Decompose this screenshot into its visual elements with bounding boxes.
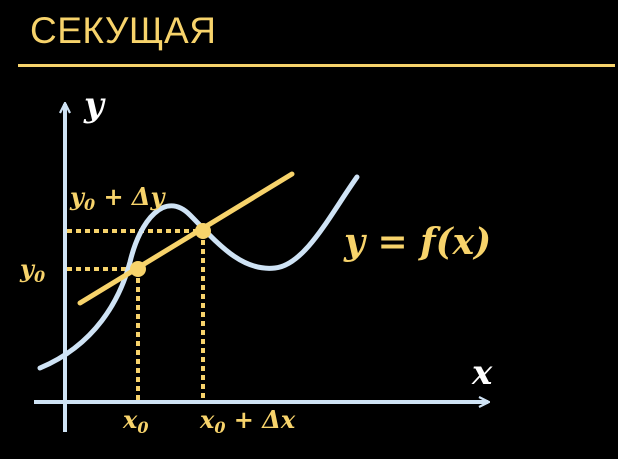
function-label: y = f(x) [343,221,491,263]
x0-dx-label-sub: 0 [214,418,225,437]
y0-label: y0 [19,254,45,286]
point-x0-y0 [130,261,146,277]
y0-dy-label-sub: 0 [84,195,95,214]
y0-label-sub: 0 [34,267,45,286]
y0-label-base: y [19,254,36,283]
secant-line [77,171,295,306]
y0-dy-label-base: y [69,182,86,211]
title-underline [18,64,615,67]
y0-dy-label: y0 + Δy [69,182,167,214]
x0-label-base: x [122,405,138,434]
point-x0dx-y0dy [195,223,211,239]
function-curve [37,174,360,371]
x0-dx-label: x0 + Δx [199,405,296,437]
y-axis-label: y [83,85,106,125]
x0-label-sub: 0 [137,418,148,437]
x0-dx-label-rest: + Δx [225,405,295,434]
x-axis-label: x [471,353,493,393]
x0-dx-label-base: x [199,405,215,434]
x0-label: x0 [122,405,148,437]
y0-dy-label-rest: + Δy [95,182,166,211]
page-title: СЕКУЩАЯ [30,10,217,51]
